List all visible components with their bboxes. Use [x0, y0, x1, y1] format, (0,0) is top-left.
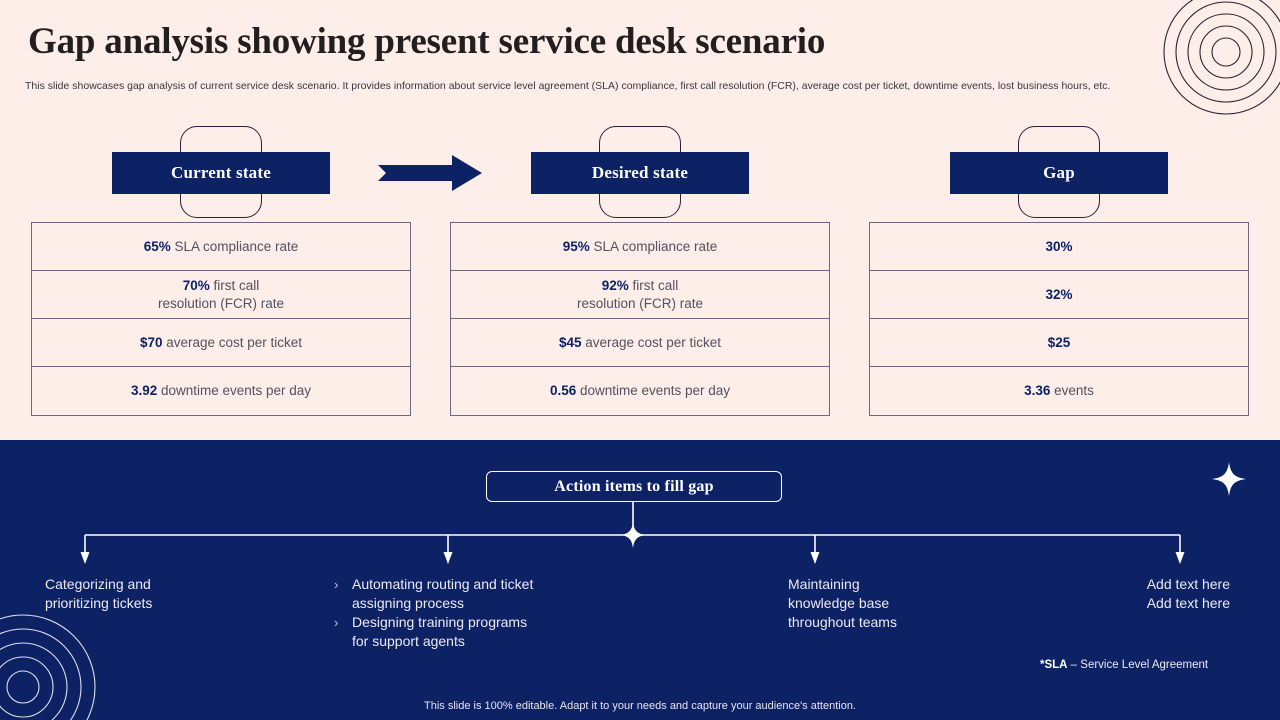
cell-label: downtime events per day [576, 383, 731, 398]
cell-label-line2: resolution (FCR) rate [157, 295, 285, 311]
action-item-line: Add text here [1146, 595, 1230, 611]
cell-value: 3.92 [130, 383, 158, 398]
table-row: $45 average cost per ticket [451, 319, 829, 367]
table-row: 3.92 downtime events per day [32, 367, 410, 415]
table-row: 92% first call resolution (FCR) rate [451, 271, 829, 319]
action-item-line: for support agents [352, 633, 465, 649]
action-item-2[interactable]: › Automating routing and ticket assignin… [334, 575, 604, 651]
action-item-line: Designing training programs [352, 614, 528, 630]
sla-marker: *SLA [1040, 659, 1068, 671]
cell-label: first call [628, 277, 679, 293]
column-header-label: Gap [1043, 163, 1075, 182]
action-item-line: assigning process [352, 595, 465, 611]
cell-value: $25 [1047, 334, 1071, 350]
cell-value: 92% [601, 277, 629, 293]
banner-gap: Gap [950, 152, 1168, 194]
column-header-desired-state: Desired state [531, 126, 749, 220]
action-item-bullet-list: › Automating routing and ticket assignin… [334, 575, 604, 651]
action-item-line: knowledge base [788, 595, 890, 611]
cell-label: SLA compliance rate [589, 238, 718, 254]
action-item-line: Add text here [1146, 576, 1230, 592]
table-row: 32% [870, 271, 1248, 319]
sla-text: – Service Level Agreement [1067, 659, 1209, 671]
sparkle-icon-right [1212, 462, 1246, 501]
action-item-line: Categorizing and [45, 576, 151, 592]
action-item-line: Automating routing and ticket [352, 576, 534, 592]
table-row: $25 [870, 319, 1248, 367]
table-row: 30% [870, 223, 1248, 271]
table-row: 70% first call resolution (FCR) rate [32, 271, 410, 319]
action-items-heading-label: Action items to fill gap [554, 477, 714, 495]
action-item-3[interactable]: Maintaining knowledge base throughout te… [788, 575, 998, 632]
action-item-line: throughout teams [788, 614, 897, 630]
action-item-4[interactable]: Add text here Add text here [1010, 575, 1230, 613]
cell-label: downtime events per day [157, 383, 312, 398]
cell-label: events [1050, 383, 1094, 398]
cell-value: 65% [143, 238, 171, 254]
chevron-right-icon: › [334, 577, 339, 592]
table-row: 0.56 downtime events per day [451, 367, 829, 415]
cell-value: 95% [562, 238, 590, 254]
cell-value: $45 [558, 334, 582, 350]
cell-value: 32% [1045, 286, 1073, 302]
list-item[interactable]: › Designing training programs for suppor… [334, 613, 604, 651]
cell-value: $70 [139, 334, 163, 350]
cell-label-line2: resolution (FCR) rate [576, 295, 704, 311]
table-row: 95% SLA compliance rate [451, 223, 829, 271]
page-title: Gap analysis showing present service des… [28, 21, 826, 62]
cell-value: 3.36 [1024, 383, 1051, 398]
list-item[interactable]: › Automating routing and ticket assignin… [334, 575, 604, 613]
action-item-line: prioritizing tickets [45, 595, 153, 611]
column-header-current-state: Current state [112, 126, 330, 220]
cell-label: SLA compliance rate [170, 238, 299, 254]
column-header-label: Desired state [591, 163, 689, 182]
action-items-heading-box: Action items to fill gap [486, 471, 782, 502]
action-items-panel: Action items to fill gap [0, 440, 1280, 720]
column-header-label: Current state [170, 163, 271, 182]
cell-value: 70% [182, 277, 210, 293]
table-desired-state: 95% SLA compliance rate 92% first call r… [450, 222, 830, 416]
table-row: 65% SLA compliance rate [32, 223, 410, 271]
table-row: 3.36 events [870, 367, 1248, 415]
action-item-1[interactable]: Categorizing and prioritizing tickets [45, 575, 275, 613]
table-gap: 30% 32% $25 3.36 events [869, 222, 1249, 416]
action-item-line: Maintaining [788, 576, 860, 592]
slide-footer-note: This slide is 100% editable. Adapt it to… [424, 700, 856, 712]
banner-desired-state: Desired state [531, 152, 749, 194]
cell-label: average cost per ticket [581, 334, 722, 350]
cell-label: first call [209, 277, 260, 293]
page-subtitle: This slide showcases gap analysis of cur… [25, 80, 1111, 92]
banner-current-state: Current state [112, 152, 330, 194]
table-row: $70 average cost per ticket [32, 319, 410, 367]
concentric-rings-decoration-top-right [1156, 0, 1280, 122]
chevron-right-icon: › [334, 615, 339, 630]
sla-footnote: *SLA – Service Level Agreement [1040, 659, 1208, 671]
sparkle-icon-junction [620, 522, 646, 553]
cell-value: 0.56 [549, 383, 577, 398]
cell-label: average cost per ticket [162, 334, 303, 350]
table-current-state: 65% SLA compliance rate 70% first call r… [31, 222, 411, 416]
column-header-gap: Gap [950, 126, 1168, 220]
cell-value: 30% [1045, 238, 1073, 254]
right-arrow-icon [378, 154, 490, 192]
